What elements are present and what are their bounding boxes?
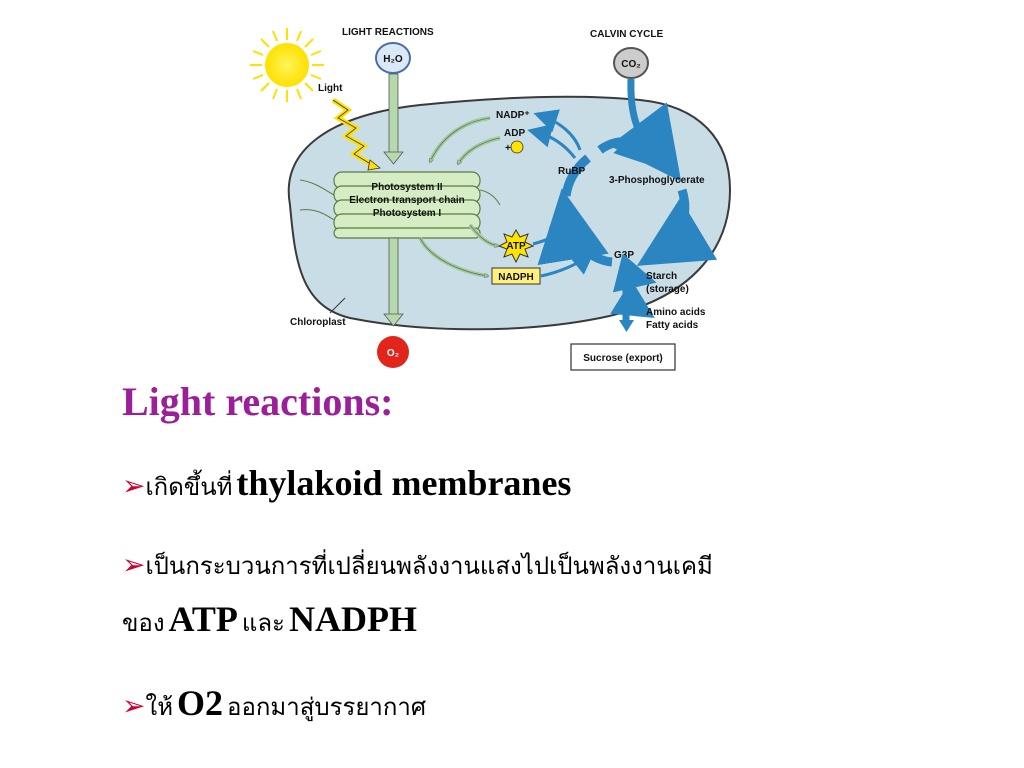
o2-node: O₂	[377, 336, 409, 368]
line3-thai-text-a: ให้	[145, 693, 174, 721]
bullet-arrow-icon: ➢	[122, 548, 146, 581]
bullet-line-3: ➢ให้ O2 ออกมาสู่บรรยากาศ	[122, 682, 426, 726]
adp-label: ADP	[504, 128, 525, 139]
sucrose-export-label: Sucrose (export)	[583, 353, 662, 364]
h2o-node: H₂O	[375, 42, 411, 74]
storage-label: (storage)	[646, 284, 689, 295]
sucrose-export-box: Sucrose (export)	[570, 343, 676, 371]
nadph-box: NADPH	[491, 267, 541, 285]
line2b-thai-text-b: และ	[241, 609, 285, 637]
bullet-line-2-continuation: ของ ATP และ NADPH	[122, 598, 417, 642]
nadp-plus-label: NADP⁺	[496, 110, 530, 121]
o2-label: O₂	[387, 348, 399, 359]
g3p-label: G3P	[614, 250, 634, 261]
slide-heading: Light reactions:	[122, 379, 394, 424]
rubp-label: RuBP	[558, 166, 586, 177]
bullet-line-2: ➢เป็นกระบวนการที่เปลี่ยนพลังงานแสงไปเป็น…	[122, 546, 713, 585]
co2-label: CO₂	[621, 59, 640, 70]
bullet-arrow-icon: ➢	[122, 469, 146, 502]
co2-node: CO₂	[613, 47, 649, 79]
line2-thai-text: เป็นกระบวนการที่เปลี่ยนพลังงานแสงไปเป็นพ…	[145, 552, 713, 580]
h2o-label: H₂O	[383, 54, 403, 65]
line2b-atp-text: ATP	[168, 599, 238, 639]
atp-label: ATP	[506, 241, 526, 252]
thylakoid-stack	[299, 171, 501, 239]
amino-acids-label: Amino acids	[646, 307, 706, 318]
line1-english-text: thylakoid membranes	[236, 463, 572, 503]
nadph-label: NADPH	[498, 272, 534, 283]
line2b-thai-text-a: ของ	[122, 609, 165, 637]
sun-icon	[250, 28, 324, 102]
atp-star: ATP	[497, 228, 535, 264]
photosynthesis-diagram: LIGHT REACTIONS CALVIN CYCLE H₂O CO₂ Lig…	[250, 27, 732, 371]
line3-o2-text: O2	[177, 683, 224, 723]
photosystem-ii-label: Photosystem II	[371, 182, 442, 193]
calvin-cycle-title: CALVIN CYCLE	[590, 29, 663, 40]
3-phosphoglycerate-label: 3-Phosphoglycerate	[609, 175, 705, 186]
line1-thai-text: เกิดขึ้นที่	[145, 473, 233, 501]
electron-transport-chain-label: Electron transport chain	[349, 195, 465, 206]
bullet-arrow-icon: ➢	[122, 689, 146, 722]
bullet-line-1: ➢เกิดขึ้นที่ thylakoid membranes	[122, 462, 571, 506]
light-label: Light	[318, 83, 343, 94]
fatty-acids-label: Fatty acids	[646, 320, 699, 331]
light-reactions-title: LIGHT REACTIONS	[342, 27, 434, 38]
chloroplast-label: Chloroplast	[290, 317, 346, 328]
line3-thai-text-b: ออกมาสู่บรรยากาศ	[227, 693, 427, 721]
photosystem-i-label: Photosystem I	[373, 208, 442, 219]
line2b-nadph-text: NADPH	[288, 599, 417, 639]
starch-label: Starch	[646, 271, 677, 282]
